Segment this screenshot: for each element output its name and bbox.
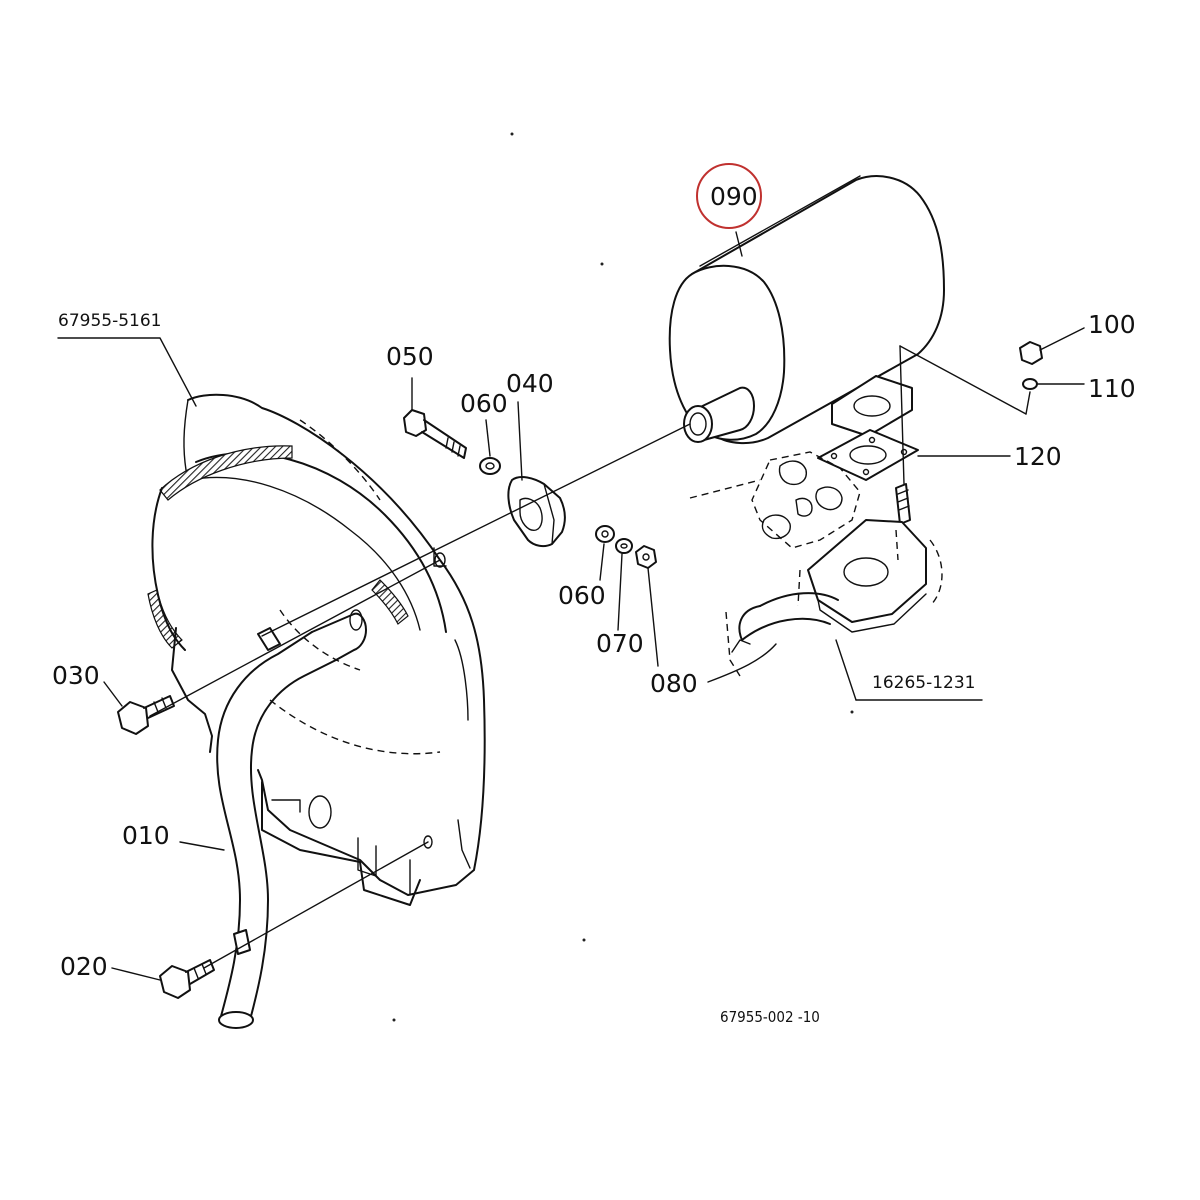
bolt-050 — [403, 409, 467, 459]
lock-washer-070 — [615, 538, 633, 554]
gasket-120 — [817, 429, 919, 481]
muffler — [668, 175, 945, 444]
nut-080 — [635, 545, 657, 569]
nut-100 — [1019, 341, 1043, 365]
manifold-reference-number: 16265-1231 — [872, 673, 975, 693]
washer-110 — [1022, 378, 1038, 390]
scan-specks — [392, 132, 854, 1022]
bolt-020 — [159, 959, 215, 999]
callout-020: 020 — [60, 952, 108, 981]
callout-040: 040 — [506, 369, 554, 398]
callout-080: 080 — [650, 669, 698, 698]
callout-030: 030 — [52, 661, 100, 690]
callout-120: 120 — [1014, 442, 1062, 471]
shroud-reference-number: 67955-5161 — [58, 311, 161, 331]
callout-100: 100 — [1088, 310, 1136, 339]
drawing-number: 67955-002 -10 — [720, 1008, 820, 1026]
callout-060-lower: 060 — [558, 581, 606, 610]
assembly-lines — [149, 345, 1031, 969]
exhaust-pipe — [216, 609, 367, 1029]
washer-060-upper — [479, 457, 501, 475]
callout-060-upper: 060 — [460, 389, 508, 418]
fan-shroud — [147, 393, 486, 906]
callout-050: 050 — [386, 342, 434, 371]
washer-060-lower — [595, 525, 615, 543]
callout-090: 090 — [710, 182, 758, 211]
highlight-circle — [696, 163, 762, 229]
exhaust-manifold — [689, 451, 943, 677]
callout-leaders — [57, 231, 1085, 981]
callout-070: 070 — [596, 629, 644, 658]
bracket-040 — [507, 476, 566, 548]
callout-010: 010 — [122, 821, 170, 850]
bolt-030 — [117, 695, 175, 735]
callout-110: 110 — [1088, 374, 1136, 403]
stud — [895, 483, 911, 525]
